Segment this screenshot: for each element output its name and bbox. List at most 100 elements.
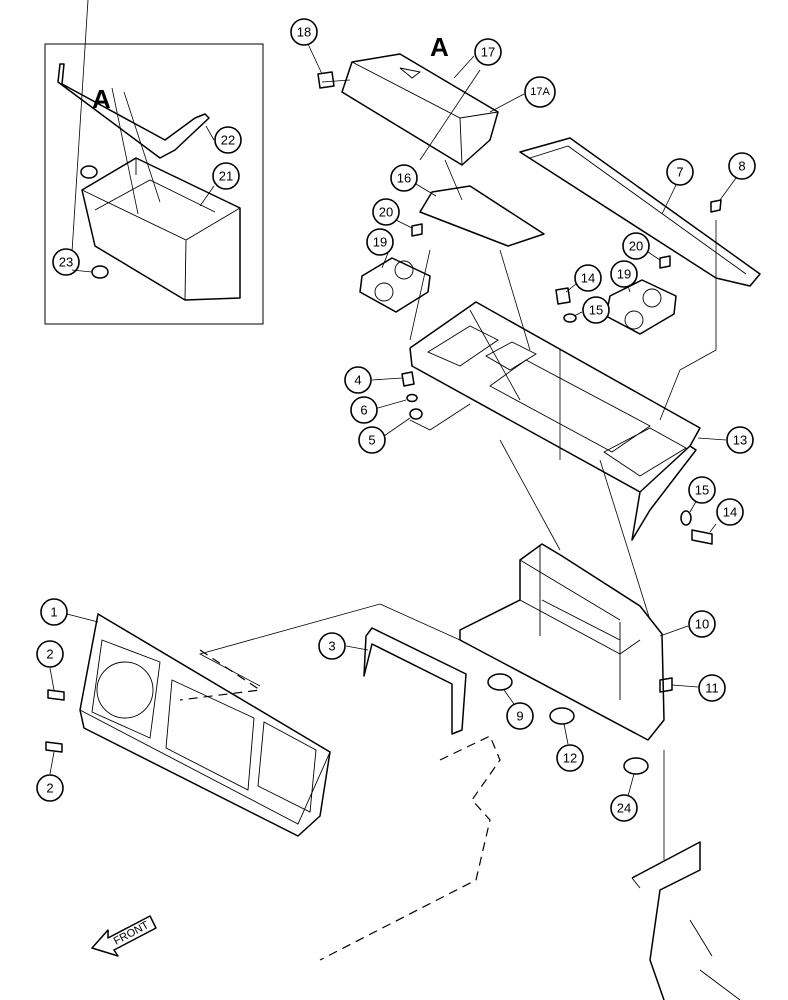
panel-1-outline xyxy=(79,613,331,837)
rail-7-outline xyxy=(519,137,761,287)
callout-1[interactable]: 1 xyxy=(40,598,99,626)
callout-2a[interactable]: 2 xyxy=(36,640,64,691)
callout-4[interactable]: 4 xyxy=(344,366,403,394)
callout-16[interactable]: 16 xyxy=(390,164,437,197)
callout-17[interactable]: 17 xyxy=(453,38,502,79)
callout-8[interactable]: 8 xyxy=(719,152,756,201)
grommet-12 xyxy=(549,707,575,725)
svg-text:5: 5 xyxy=(368,433,375,448)
svg-text:18: 18 xyxy=(297,25,311,40)
svg-text:19: 19 xyxy=(373,235,387,250)
bolt-14-upper xyxy=(555,287,571,305)
svg-text:9: 9 xyxy=(516,709,523,724)
leader-screw-8 xyxy=(659,220,717,421)
callout-14-upper[interactable]: 14 xyxy=(565,264,602,293)
svg-text:23: 23 xyxy=(59,255,73,270)
svg-text:14: 14 xyxy=(723,505,737,520)
box-inner xyxy=(94,179,216,213)
svg-text:2: 2 xyxy=(46,781,53,796)
callouts: 1 2 2 3 4 5 6 7 8 9 10 11 12 13 14 14 15… xyxy=(36,0,756,822)
console-13-center-opening xyxy=(489,359,651,453)
svg-text:20: 20 xyxy=(629,239,643,254)
cover-17: A xyxy=(317,32,499,166)
callout-7[interactable]: 7 xyxy=(661,158,694,215)
callout-19-right[interactable]: 19 xyxy=(610,260,638,293)
callout-19-left[interactable]: 19 xyxy=(366,228,394,269)
screw-2-upper xyxy=(47,689,65,701)
svg-text:12: 12 xyxy=(563,751,577,766)
body-context-panel xyxy=(179,649,262,701)
svg-text:20: 20 xyxy=(379,205,393,220)
svg-text:19: 19 xyxy=(617,267,631,282)
cover-17-edges xyxy=(351,61,499,166)
svg-text:8: 8 xyxy=(738,159,745,174)
callout-13[interactable]: 13 xyxy=(697,426,754,454)
console-13-square-hole xyxy=(485,341,537,371)
svg-text:24: 24 xyxy=(617,801,631,816)
callout-20-right[interactable]: 20 xyxy=(622,232,661,261)
callout-20-left[interactable]: 20 xyxy=(372,198,413,229)
callout-3[interactable]: 3 xyxy=(318,632,369,660)
inset-frame xyxy=(44,43,264,325)
leader-console xyxy=(409,249,561,460)
panel-1-center-opening xyxy=(165,679,255,791)
panel-1-lower-edge xyxy=(79,709,331,825)
screw-8 xyxy=(710,199,722,213)
bolt-11 xyxy=(659,677,673,693)
callout-14-lower[interactable]: 14 xyxy=(709,498,744,533)
callout-10[interactable]: 10 xyxy=(659,610,716,638)
view-label-a-inset: A xyxy=(92,84,111,114)
frame-10-outline xyxy=(459,543,665,741)
support-post xyxy=(631,841,741,1000)
callout-5[interactable]: 5 xyxy=(358,417,411,454)
svg-text:16: 16 xyxy=(397,171,411,186)
callout-17a[interactable]: 17A xyxy=(489,76,556,113)
svg-text:14: 14 xyxy=(581,271,595,286)
callout-24[interactable]: 24 xyxy=(610,773,638,822)
grommet-24 xyxy=(623,757,649,775)
svg-text:6: 6 xyxy=(360,403,367,418)
callout-15-lower[interactable]: 15 xyxy=(688,476,716,513)
leader-cover xyxy=(321,69,481,201)
svg-text:13: 13 xyxy=(733,433,747,448)
rail-7 xyxy=(519,137,761,287)
callout-11[interactable]: 11 xyxy=(671,674,726,702)
svg-text:10: 10 xyxy=(695,617,709,632)
bolt-18 xyxy=(317,71,335,89)
callout-12[interactable]: 12 xyxy=(556,723,584,772)
box-edges xyxy=(81,158,241,301)
callout-15-upper[interactable]: 15 xyxy=(573,296,610,324)
grommet-9 xyxy=(487,673,513,691)
wire-bracket-22 xyxy=(57,63,210,159)
svg-text:22: 22 xyxy=(221,133,235,148)
svg-text:7: 7 xyxy=(676,165,683,180)
panel-1-right-opening xyxy=(257,721,317,813)
svg-text:4: 4 xyxy=(354,373,361,388)
svg-text:15: 15 xyxy=(589,303,603,318)
callout-9[interactable]: 9 xyxy=(503,689,534,730)
callout-6[interactable]: 6 xyxy=(350,396,407,424)
washer-6 xyxy=(406,393,418,403)
cover-17-outline xyxy=(341,53,499,166)
front-arrow: FRONT xyxy=(91,915,157,957)
svg-text:21: 21 xyxy=(219,169,233,184)
callout-22[interactable]: 22 xyxy=(205,125,242,154)
callout-21[interactable]: 21 xyxy=(199,162,240,207)
cover-17-label xyxy=(399,67,422,79)
callout-23[interactable]: 23 xyxy=(52,0,89,276)
callout-2b[interactable]: 2 xyxy=(36,751,64,802)
plate-16 xyxy=(419,185,545,247)
frame-10 xyxy=(459,543,673,741)
panel-1-gauge-circle xyxy=(96,661,154,719)
svg-text:3: 3 xyxy=(328,639,335,654)
svg-text:1: 1 xyxy=(50,605,57,620)
callout-18[interactable]: 18 xyxy=(290,18,323,75)
svg-text:17: 17 xyxy=(481,45,495,60)
svg-text:17A: 17A xyxy=(530,86,550,98)
console-13-outline xyxy=(409,301,701,541)
nut-5 xyxy=(409,408,423,420)
console-13-left-hole xyxy=(427,325,499,367)
frame-10-members xyxy=(519,546,641,700)
